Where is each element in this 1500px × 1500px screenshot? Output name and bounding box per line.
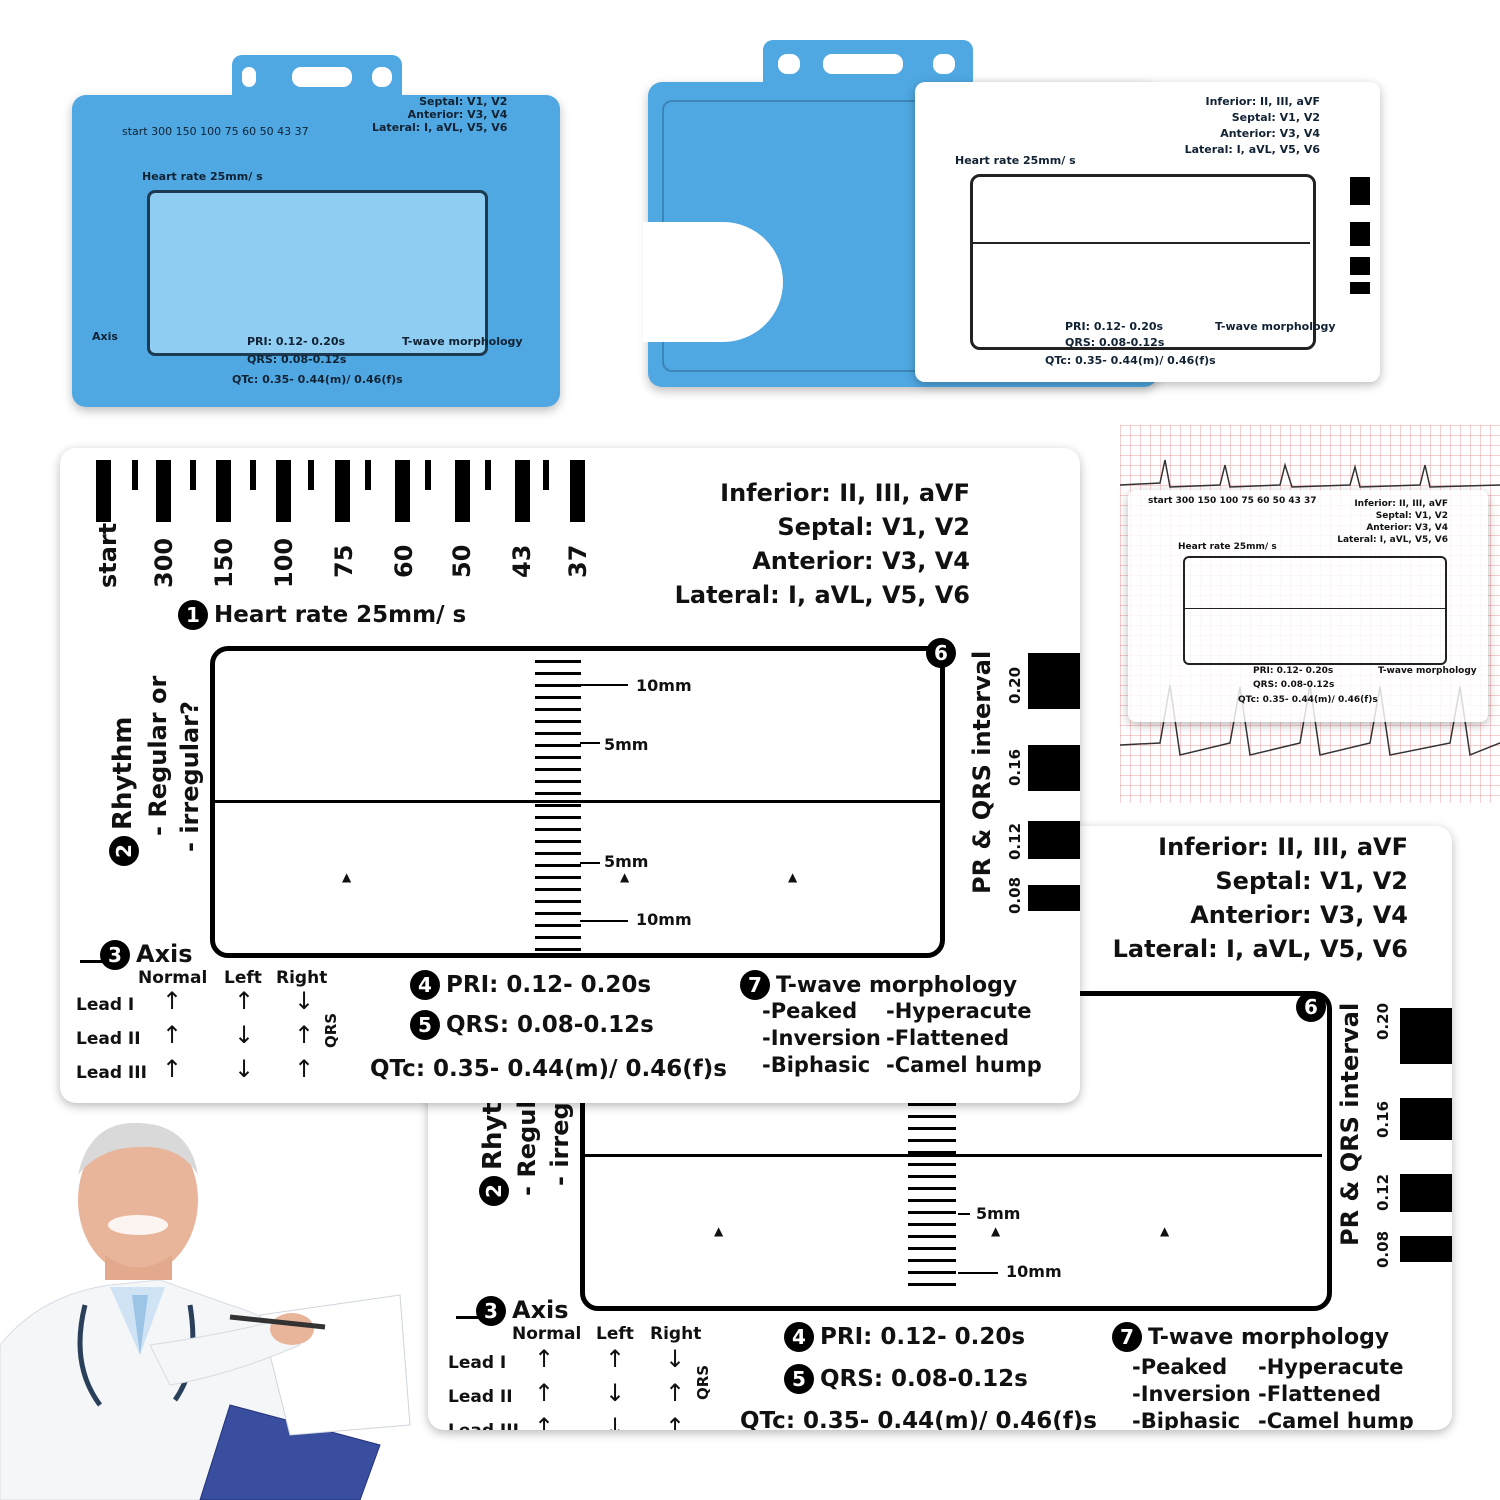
back-axis-arrows-right: ↓↑↑ — [665, 1345, 686, 1430]
ecg-card-qrs: QRS: 0.08-0.12s — [1253, 680, 1335, 690]
front-axis-arrows-right: ↓↑↑ — [294, 987, 315, 1083]
front-box-number: 6 — [926, 638, 956, 668]
ecg-card-pri: PRI: 0.12- 0.20s — [1253, 666, 1334, 676]
slide-qrs: QRS: 0.08-0.12s — [1065, 336, 1165, 349]
front-rhythm-q1: - Regular or — [144, 675, 172, 836]
back-twave-left: -Peaked-Inversion-Biphasic — [1132, 1355, 1251, 1430]
back-interval-016: 0.16 — [1374, 1100, 1392, 1138]
front-qrs-tag: QRS — [322, 1012, 340, 1048]
back-axis-arrows-left: ↑↓↓ — [605, 1345, 626, 1430]
mini-qrs: QRS: 0.08-0.12s — [247, 353, 347, 366]
front-qtc: QTc: 0.35- 0.44(m)/ 0.46(f)s — [370, 1056, 727, 1082]
mini-axis: Axis — [92, 330, 118, 343]
mini-qtc: QTc: 0.35- 0.44(m)/ 0.46(f)s — [232, 373, 403, 386]
back-axis-arrows-normal: ↑↑↑ — [534, 1345, 555, 1430]
front-axis-right: Right — [276, 968, 328, 988]
mini-heart-rate: Heart rate 25mm/ s — [142, 170, 263, 183]
back-box-number: 6 — [1296, 992, 1326, 1022]
back-axis-right: Right — [650, 1324, 702, 1344]
back-interval-020: 0.20 — [1374, 1002, 1392, 1040]
front-interval-020: 0.20 — [1006, 666, 1024, 704]
front-interval-012: 0.12 — [1006, 822, 1024, 860]
front-interval-016: 0.16 — [1006, 748, 1024, 786]
slide-qtc: QTc: 0.35- 0.44(m)/ 0.46(f)s — [1045, 354, 1216, 367]
rate-50: 50 — [448, 544, 476, 578]
rate-300: 300 — [150, 537, 178, 588]
front-ruler-10mm-bottom: 10mm — [636, 910, 692, 929]
back-interval-008: 0.08 — [1374, 1230, 1392, 1268]
front-axis-arrows-normal: ↑↑↑ — [162, 987, 183, 1083]
back-axis-normal: Normal — [512, 1324, 582, 1344]
front-axis-rows: Lead I Lead II Lead III — [76, 995, 147, 1083]
back-ruler-10mm: 10mm — [1006, 1262, 1062, 1281]
mini-pri: PRI: 0.12- 0.20s — [247, 335, 346, 348]
slide-heart-rate: Heart rate 25mm/ s — [955, 154, 1076, 167]
slide-pri: PRI: 0.12- 0.20s — [1065, 320, 1164, 333]
front-ruler-5mm-bottom: 5mm — [604, 852, 649, 871]
front-rhythm-q2: - irregular? — [176, 701, 204, 852]
back-interval-title: PR & QRS interval — [1336, 1002, 1364, 1246]
front-leads: Inferior: II, III, aVF Septal: V1, V2 An… — [674, 479, 970, 609]
ecg-paper-photo: start 300 150 100 75 60 50 43 37 Inferio… — [1120, 425, 1500, 803]
front-interval-008: 0.08 — [1006, 876, 1024, 914]
slide-leads: Inferior: II, III, aVF Septal: V1, V2 An… — [1184, 95, 1320, 156]
rate-75: 75 — [330, 544, 358, 578]
rate-start: start — [94, 522, 122, 588]
back-ruler-5mm: 5mm — [976, 1204, 1021, 1223]
rate-150: 150 — [210, 537, 238, 588]
front-ruler-5mm-top: 5mm — [604, 735, 649, 754]
doctor-illustration — [0, 1122, 411, 1500]
card-front: start 300 150 100 75 60 50 43 37 Inferio… — [60, 448, 1080, 1103]
front-rhythm: 2Rhythm — [108, 716, 139, 866]
ecg-card-heart-rate: Heart rate 25mm/ s — [1178, 542, 1277, 552]
back-twave-right: -Hyperacute-Flattened-Camel hump — [1258, 1355, 1414, 1430]
badge-holder-left: start 300 150 100 75 60 50 43 37 Septal:… — [72, 55, 560, 407]
rate-60: 60 — [390, 544, 418, 578]
rate-43: 43 — [508, 544, 536, 578]
ecg-card-twave: T-wave morphology — [1378, 666, 1477, 676]
rate-100: 100 — [270, 537, 298, 588]
mini-leads: Septal: V1, V2 Anterior: V3, V4 Lateral:… — [372, 95, 508, 134]
back-axis-rows: Lead I Lead II Lead III — [448, 1353, 519, 1430]
slide-twave: T-wave morphology — [1215, 320, 1336, 333]
card-sliding-out: Inferior: II, III, aVF Septal: V1, V2 An… — [915, 82, 1380, 382]
ecg-card-qtc: QTc: 0.35- 0.44(m)/ 0.46(f)s — [1238, 695, 1378, 705]
ecg-card-leads: Inferior: II, III, aVF Septal: V1, V2 An… — [1337, 499, 1448, 545]
mini-rate-scale: start 300 150 100 75 60 50 43 37 — [122, 125, 309, 138]
back-qtc: QTc: 0.35- 0.44(m)/ 0.46(f)s — [740, 1408, 1097, 1430]
front-twave-left: -Peaked-Inversion-Biphasic — [762, 999, 881, 1077]
ecg-card-rate-scale: start 300 150 100 75 60 50 43 37 — [1148, 496, 1317, 506]
front-axis-arrows-left: ↑↓↓ — [234, 987, 255, 1083]
back-axis-left: Left — [596, 1324, 634, 1344]
rate-37: 37 — [564, 544, 592, 578]
front-axis-left: Left — [224, 968, 262, 988]
front-interval-title: PR & QRS interval — [968, 650, 996, 894]
front-axis-normal: Normal — [138, 968, 208, 988]
back-qrs-tag: QRS — [694, 1364, 712, 1400]
front-ruler-10mm-top: 10mm — [636, 676, 692, 695]
back-leads: Inferior: II, III, aVF Septal: V1, V2 An… — [1112, 833, 1408, 963]
front-twave-right: -Hyperacute-Flattened-Camel hump — [886, 999, 1042, 1077]
back-interval-012: 0.12 — [1374, 1173, 1392, 1211]
mini-twave: T-wave morphology — [402, 335, 523, 348]
